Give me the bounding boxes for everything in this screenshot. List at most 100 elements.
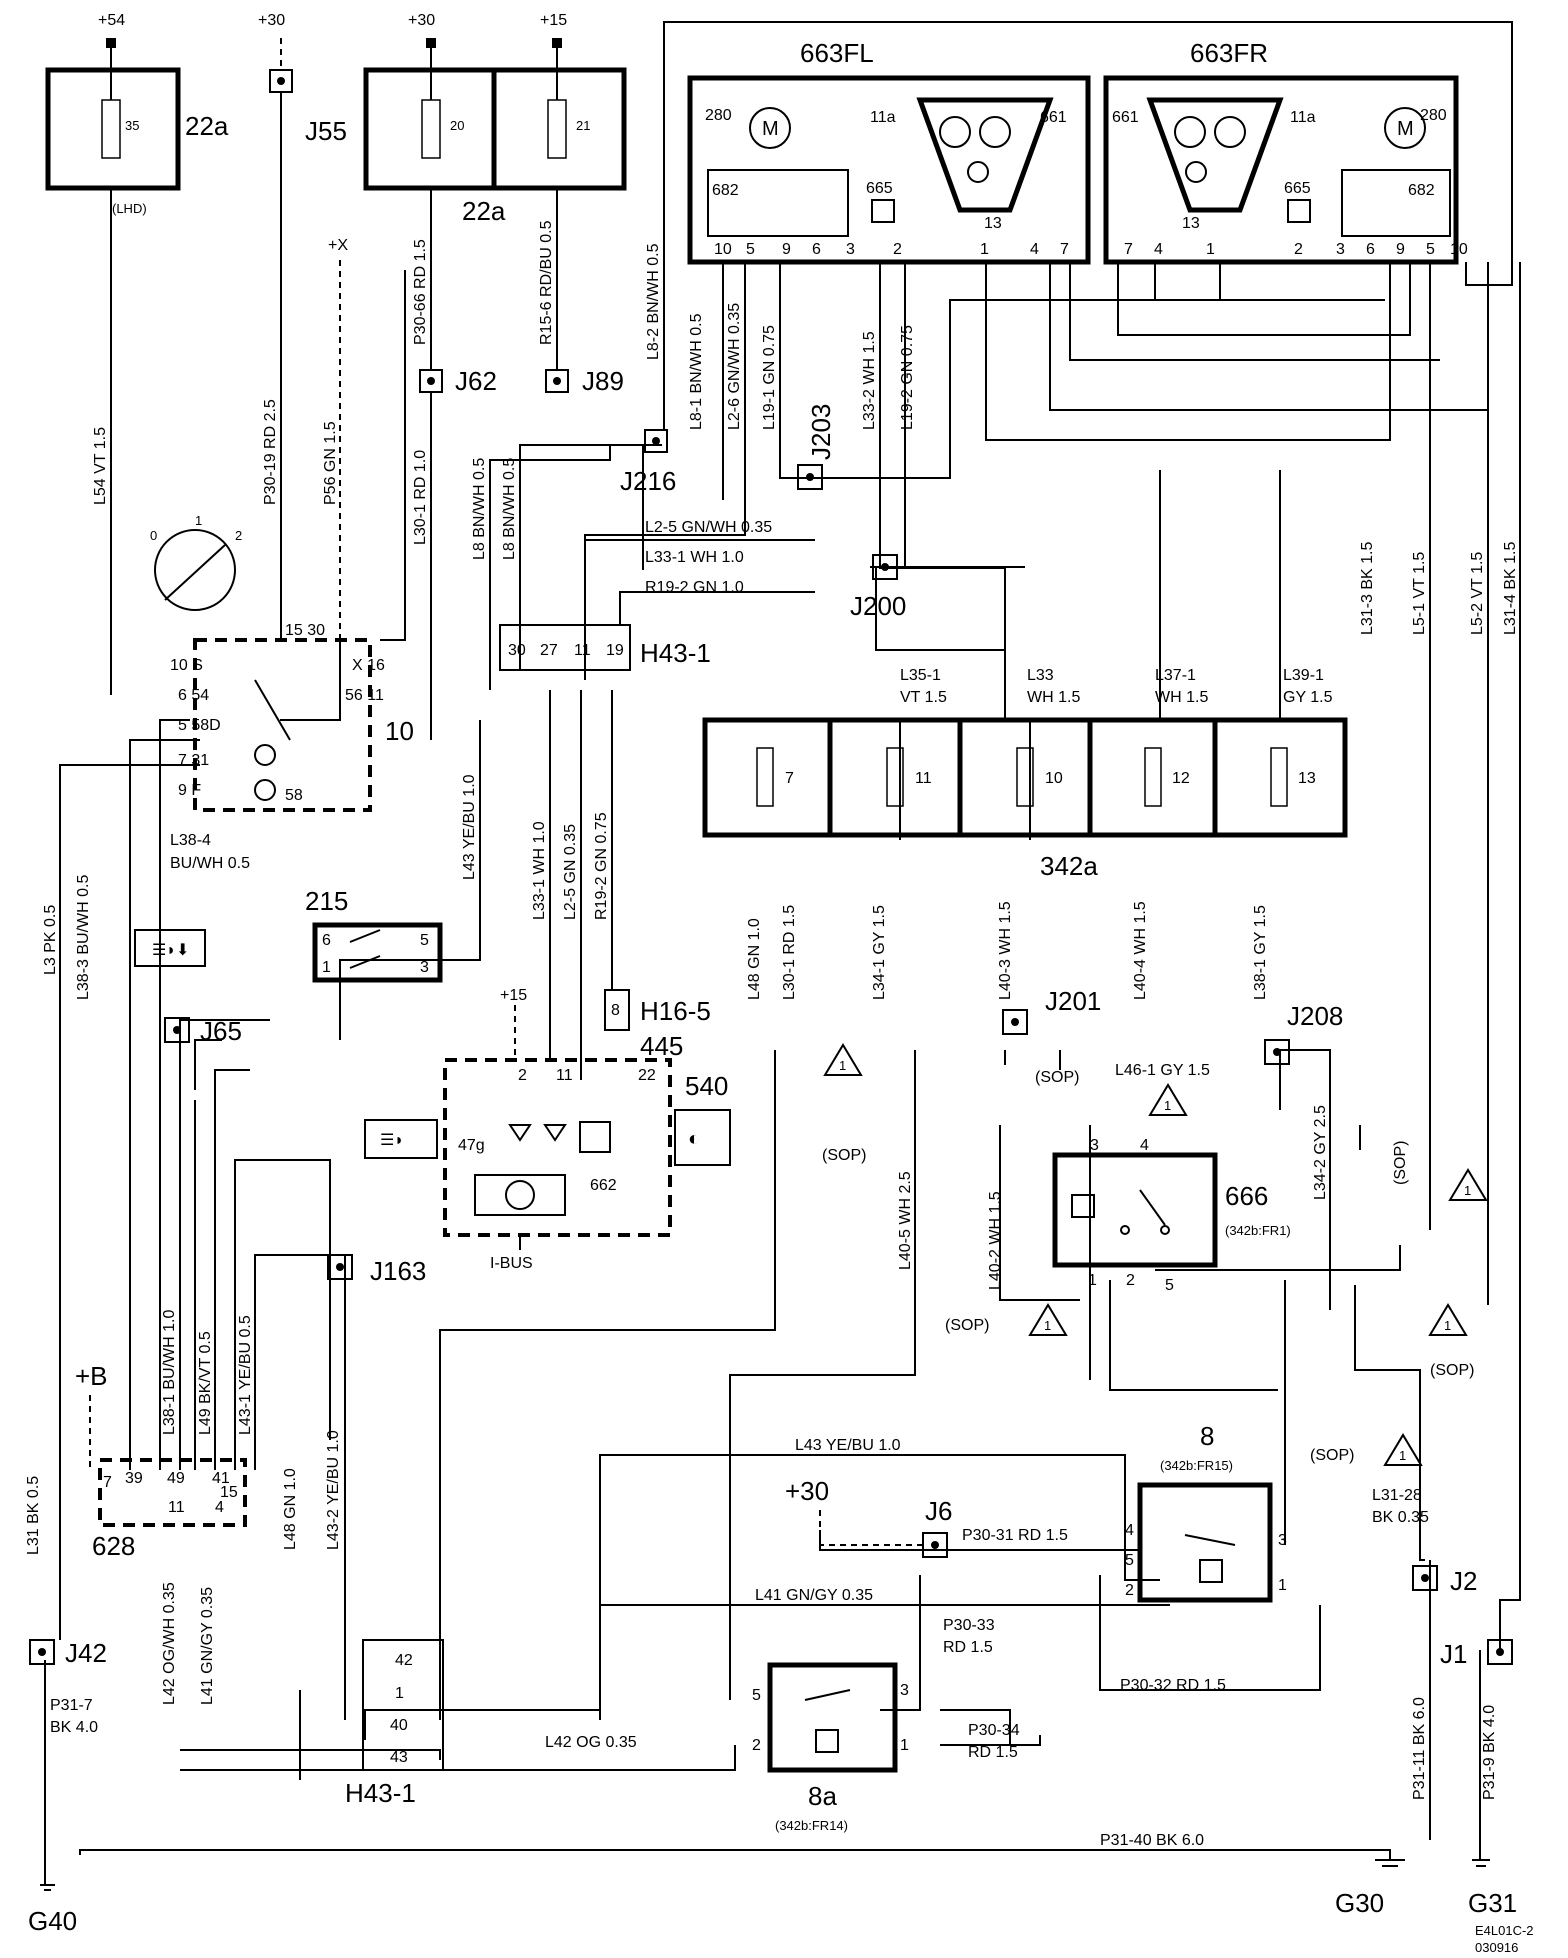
wire-label: BU/WH 0.5 — [170, 855, 250, 872]
pin: 665 — [1284, 180, 1311, 197]
pin: 11 — [574, 642, 591, 659]
pin: 3 — [1278, 1532, 1287, 1549]
pin: 10 — [1450, 241, 1468, 258]
pin: 4 — [1154, 241, 1163, 258]
pin: 1 — [195, 513, 202, 528]
wire-label: L31 BK 0.5 — [25, 1476, 42, 1555]
wire-label: L35-1 — [900, 667, 941, 684]
pin: 13 — [984, 215, 1002, 232]
pin: 5 — [752, 1687, 761, 1704]
wire-label: L40-5 WH 2.5 — [897, 1171, 914, 1270]
wire-labels-vertical: L54 VT 1.5 P30-19 RD 2.5 P56 GN 1.5 P30-… — [25, 220, 1519, 1800]
junction-j208: J208 — [1264, 1001, 1343, 1065]
wire-label: L38-4 — [170, 832, 211, 849]
junction-j6: J6 — [922, 1496, 952, 1558]
wire-label: WH 1.5 — [1155, 689, 1208, 706]
ground-label: G40 — [28, 1906, 77, 1936]
pin: 1 — [322, 959, 331, 976]
wire-label: L31-4 BK 1.5 — [1502, 542, 1519, 636]
warning-icon — [1448, 1168, 1488, 1201]
pin: 22 — [638, 1067, 656, 1084]
wire-label: P30-34 — [968, 1722, 1020, 1739]
pin: 11a — [870, 109, 896, 126]
warning-number: 1 — [1164, 1098, 1171, 1113]
warning-number: 1 — [1444, 1318, 1451, 1333]
wire-label: BK 0.35 — [1372, 1509, 1429, 1526]
junction-label: J65 — [200, 1016, 242, 1046]
wire-label: L31-28 — [1372, 1487, 1422, 1504]
wire-label: P31-9 BK 4.0 — [1481, 1705, 1498, 1800]
wire-label: L40-3 WH 1.5 — [997, 901, 1014, 1000]
sop-label: (SOP) — [822, 1147, 866, 1164]
wire-label: P31-7 — [50, 1697, 93, 1714]
wire-label: L5-2 VT 1.5 — [1469, 552, 1486, 635]
wire-label: L42 OG 0.35 — [545, 1734, 637, 1751]
junction-j1: J1 — [1440, 1639, 1513, 1669]
junction-j200: J200 — [850, 554, 906, 621]
pin: 1 — [1278, 1577, 1287, 1594]
pin: 2 — [1125, 1582, 1134, 1599]
connector-label: H43-1 — [345, 1778, 416, 1808]
pin: 1 — [1088, 1272, 1097, 1289]
wire-label: RD 1.5 — [968, 1744, 1018, 1761]
sop-label: (SOP) — [1310, 1447, 1354, 1464]
component-8a-sub: (342b:FR14) — [775, 1818, 848, 1833]
pin: 2 — [518, 1067, 527, 1084]
pin: 11a — [1290, 109, 1316, 126]
pin: 27 — [540, 642, 558, 659]
wire-label: P56 GN 1.5 — [322, 421, 339, 505]
pin: 11 — [556, 1067, 573, 1084]
warning-icon — [1428, 1303, 1468, 1336]
pin: 6 — [322, 932, 331, 949]
wire-label: L40-2 WH 1.5 — [987, 1191, 1004, 1290]
wire-label: L31-3 BK 1.5 — [1359, 542, 1376, 636]
wire-label: L33-1 WH 1.0 — [531, 821, 548, 920]
wire-label: R19-2 GN 0.75 — [593, 812, 610, 920]
fuse-label: 12 — [1172, 770, 1190, 787]
pin: 682 — [1408, 182, 1435, 199]
supply-plus15: +15 — [540, 12, 567, 29]
pin: 6 — [1366, 241, 1375, 258]
wire-label: L30-1 RD 1.0 — [412, 450, 429, 545]
fuse-label: 13 — [1298, 770, 1316, 787]
pin: 9 — [1396, 241, 1405, 258]
pin: 4 — [1030, 241, 1039, 258]
pin: 1 — [980, 241, 989, 258]
diagram-code: E4L01C-2 — [1475, 1923, 1534, 1938]
warning-icon — [1148, 1083, 1188, 1116]
wire-label: L43 YE/BU 1.0 — [795, 1437, 901, 1454]
wire-label: WH 1.5 — [1027, 689, 1080, 706]
wire-label: L37-1 — [1155, 667, 1196, 684]
junction-j163: J163 — [327, 1254, 426, 1286]
junction-label: J208 — [1287, 1001, 1343, 1031]
wire-label: L38-1 BU/WH 1.0 — [161, 1310, 178, 1435]
junction-j89: J89 — [545, 366, 624, 396]
module-628: +B 7 39 49 41 15 11 4 628 — [75, 1361, 247, 1561]
supply-plus15: +15 — [500, 987, 527, 1004]
pin: 2 — [235, 528, 242, 543]
wire-label: L34-2 GY 2.5 — [1312, 1105, 1329, 1200]
sop-label: (SOP) — [945, 1317, 989, 1334]
wire-label: L46-1 GY 1.5 — [1115, 1062, 1210, 1079]
wire-label: L48 GN 1.0 — [282, 1468, 299, 1550]
junction-j55: J55 — [269, 69, 347, 146]
component-342a-label: 342a — [1040, 851, 1098, 881]
pin: 9 F — [178, 782, 201, 799]
pin: 2 — [1294, 241, 1303, 258]
wire-label: L8 BN/WH 0.5 — [501, 458, 518, 560]
component-8a-label: 8a — [808, 1781, 837, 1811]
pin: 1 — [395, 1685, 404, 1702]
wire-label: L19-2 GN 0.75 — [899, 325, 916, 430]
wire-label: L43 YE/BU 1.0 — [461, 774, 478, 880]
component-47g-label: 47g — [458, 1137, 485, 1154]
pin: 10 S — [170, 657, 203, 674]
wire-label: L30-1 RD 1.5 — [781, 905, 798, 1000]
fuse-20-label: 20 — [450, 118, 464, 133]
pin: 7 — [103, 1474, 112, 1491]
pin: 58 — [285, 787, 303, 804]
wire-label: L8-1 BN/WH 0.5 — [688, 313, 705, 430]
junction-label: J42 — [65, 1638, 107, 1668]
connector-label: H16-5 — [640, 996, 711, 1026]
junction-label: J200 — [850, 591, 906, 621]
